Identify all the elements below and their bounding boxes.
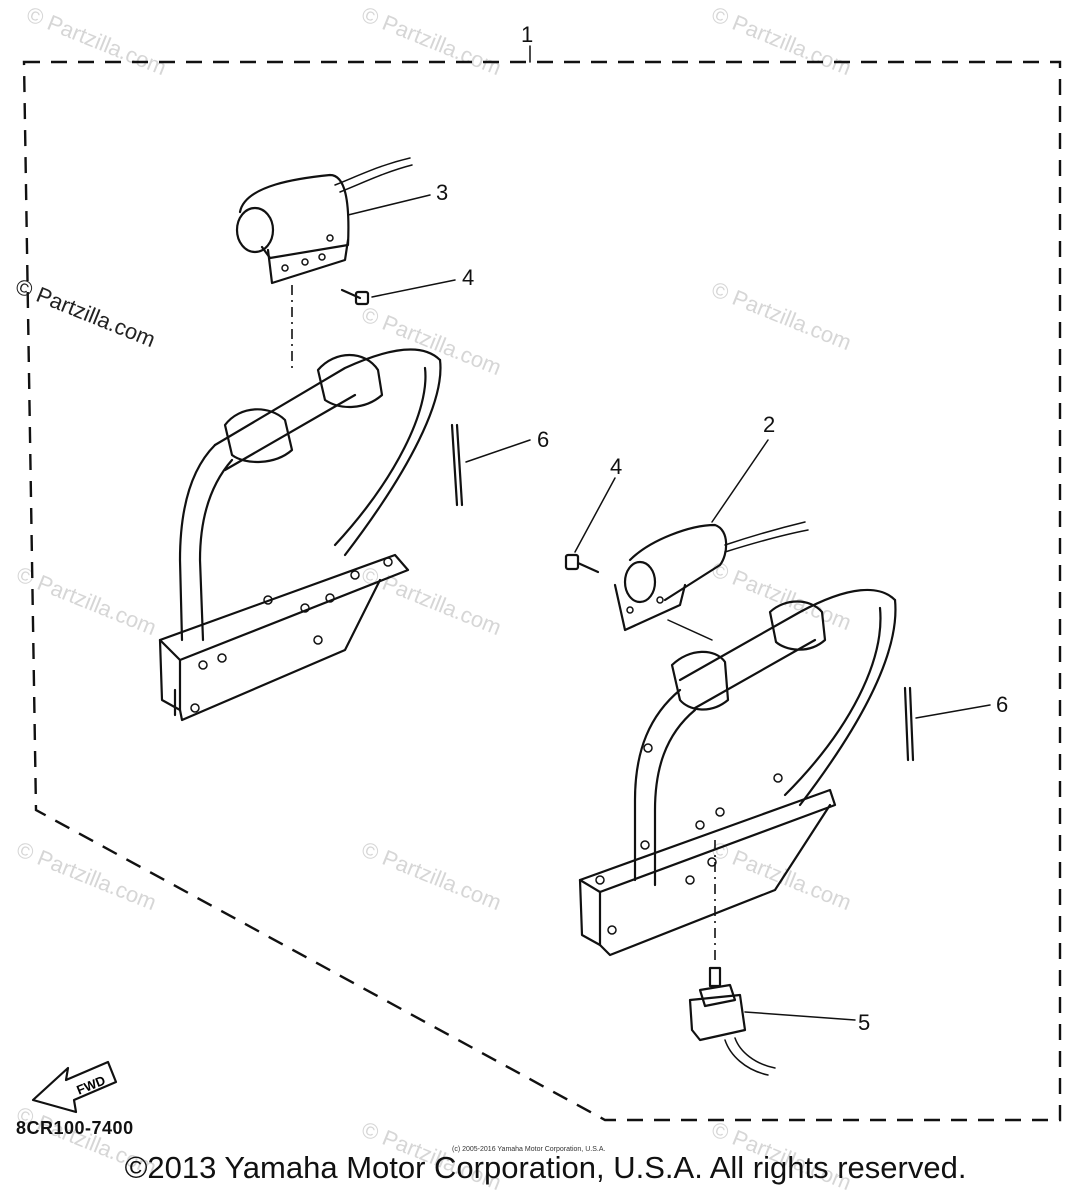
watermark: © Partzilla.com bbox=[13, 836, 160, 915]
tiny-copyright: (c) 2005-2016 Yamaha Motor Corporation, … bbox=[452, 1146, 606, 1153]
callout-2: 2 bbox=[763, 412, 775, 437]
watermark: © Partzilla.com bbox=[358, 1, 505, 80]
screw-lower bbox=[564, 477, 616, 574]
leader-lower bbox=[667, 619, 713, 641]
callout-6-left: 6 bbox=[537, 427, 549, 452]
watermark: © Partzilla.com bbox=[358, 561, 505, 640]
callout-6-right: 6 bbox=[996, 692, 1008, 717]
callout-4-upper: 4 bbox=[462, 265, 474, 290]
callout-5: 5 bbox=[858, 1010, 870, 1035]
callout-4-lower: 4 bbox=[610, 454, 622, 479]
callout-3: 3 bbox=[436, 180, 448, 205]
callout-1: 1 bbox=[521, 22, 533, 47]
watermark: © Partzilla.com bbox=[13, 561, 160, 640]
coil-frame-left bbox=[158, 348, 442, 722]
cable-tie-left bbox=[450, 423, 531, 507]
kit-boundary bbox=[22, 45, 1062, 1122]
coil-lower bbox=[613, 439, 809, 632]
screw-upper bbox=[340, 279, 456, 306]
coil-cap-upper bbox=[235, 157, 431, 285]
watermark-dark: © Partzilla.com bbox=[12, 273, 159, 352]
watermark: © Partzilla.com bbox=[358, 836, 505, 915]
cable-tie-right bbox=[903, 686, 991, 762]
watermark: © Partzilla.com bbox=[358, 301, 505, 380]
watermark: © Partzilla.com bbox=[23, 1, 170, 80]
copyright-notice: ©2013 Yamaha Motor Corporation, U.S.A. A… bbox=[124, 1150, 967, 1185]
watermark: © Partzilla.com bbox=[708, 1, 855, 80]
coil-frame-right bbox=[578, 588, 897, 957]
part-code: 8CR100-7400 bbox=[16, 1118, 134, 1138]
watermark: © Partzilla.com bbox=[708, 836, 855, 915]
watermark-layer: © Partzilla.com © Partzilla.com © Partzi… bbox=[12, 1, 855, 1195]
fwd-arrow-icon: FWD bbox=[31, 1060, 118, 1114]
watermark: © Partzilla.com bbox=[708, 276, 855, 355]
switch bbox=[688, 966, 856, 1076]
